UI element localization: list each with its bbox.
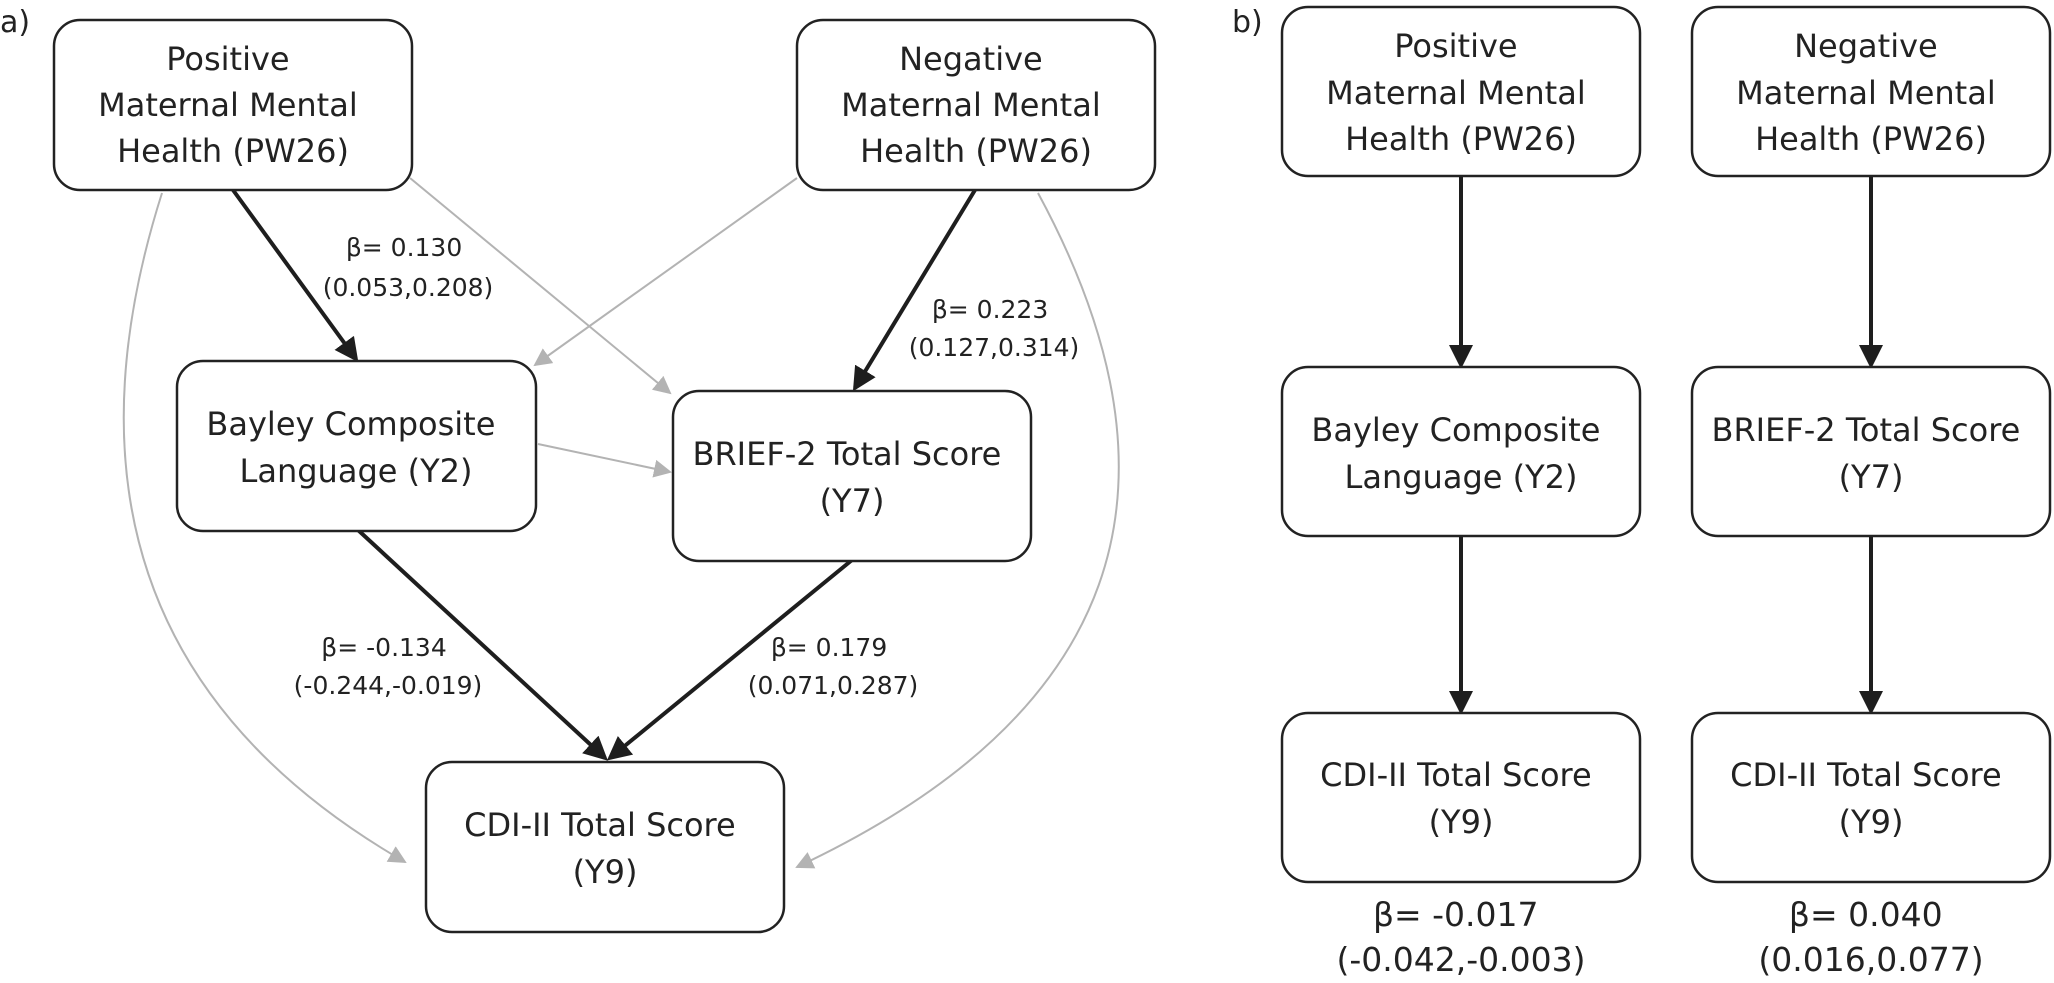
path-brief-to-cdi bbox=[606, 558, 854, 761]
svg-text:CDI-II Total Score (Y9): CDI-II Total Score (Y9) bbox=[1320, 756, 1602, 841]
node-b-negative-mmh: Negative Maternal Mental Health (PW26) bbox=[1690, 5, 2052, 178]
svg-text:CDI-II Total Score (Y9): CDI-II Total Score (Y9) bbox=[1730, 756, 2012, 841]
path-negative-to-cdi bbox=[795, 192, 1120, 869]
svg-text:Negative Maternal Mental: Negative Maternal Mental Health (PW26) bbox=[1736, 27, 2006, 158]
svg-text:Negative Maternal Mental: Negative Maternal Mental Health (PW26) bbox=[841, 40, 1111, 170]
path-positive-to-cdi bbox=[122, 192, 407, 863]
svg-text:BRIEF-2 Total Score (Y7): BRIEF-2 Total Score (Y7) bbox=[1711, 411, 2030, 496]
node-negative-mmh: Negative Maternal Mental Health (PW26) bbox=[795, 18, 1157, 192]
svg-text:BRIEF-2 Total Score (Y7): BRIEF-2 Total Score (Y7) bbox=[692, 435, 1011, 520]
node-b-cdi-left: CDI-II Total Score (Y9) bbox=[1280, 711, 1642, 884]
label-positive-to-bayley: β= 0.130 (0.053,0.208) bbox=[323, 233, 494, 302]
label-brief-to-cdi: β= 0.179 (0.071,0.287) bbox=[748, 633, 919, 700]
path-negative-to-bayley bbox=[533, 177, 798, 367]
panel-a-label: a) bbox=[0, 5, 30, 40]
label-negative-to-brief: β= 0.223 (0.127,0.314) bbox=[909, 295, 1080, 362]
svg-text:CDI-II Total Score (Y9): CDI-II Total Score (Y9) bbox=[464, 806, 746, 891]
path-bayley-to-cdi bbox=[356, 528, 608, 761]
effect-b-left: β= -0.017 (-0.042,-0.003) bbox=[1337, 895, 1586, 979]
path-bayley-to-brief bbox=[537, 443, 672, 478]
node-b-cdi-right: CDI-II Total Score (Y9) bbox=[1690, 711, 2052, 884]
node-cdi: CDI-II Total Score (Y9) bbox=[424, 760, 786, 934]
svg-text:Bayley Composite Languag: Bayley Composite Language (Y2) bbox=[1311, 411, 1610, 496]
node-positive-mmh: Positive Maternal Mental Health (PW26) bbox=[52, 18, 414, 192]
panel-b-label: b) bbox=[1232, 5, 1263, 40]
node-b-bayley: Bayley Composite Language (Y2) bbox=[1280, 365, 1642, 538]
svg-text:Positive Maternal Mental: Positive Maternal Mental Health (PW26) bbox=[1326, 27, 1596, 158]
svg-text:Positive Maternal Mental: Positive Maternal Mental Health (PW26) bbox=[98, 40, 368, 170]
path-positive-to-brief bbox=[409, 177, 672, 395]
effect-b-right: β= 0.040 (0.016,0.077) bbox=[1758, 895, 1983, 979]
node-b-brief: BRIEF-2 Total Score (Y7) bbox=[1690, 365, 2052, 538]
node-bayley: Bayley Composite Language (Y2) bbox=[175, 359, 538, 533]
path-positive-to-bayley bbox=[231, 188, 359, 363]
path-negative-to-brief bbox=[852, 188, 977, 392]
node-brief: BRIEF-2 Total Score (Y7) bbox=[671, 389, 1033, 563]
node-b-positive-mmh: Positive Maternal Mental Health (PW26) bbox=[1280, 5, 1642, 178]
svg-text:Bayley Composite Languag: Bayley Composite Language (Y2) bbox=[206, 405, 505, 490]
label-bayley-to-cdi: β= -0.134 (-0.244,-0.019) bbox=[294, 633, 483, 700]
